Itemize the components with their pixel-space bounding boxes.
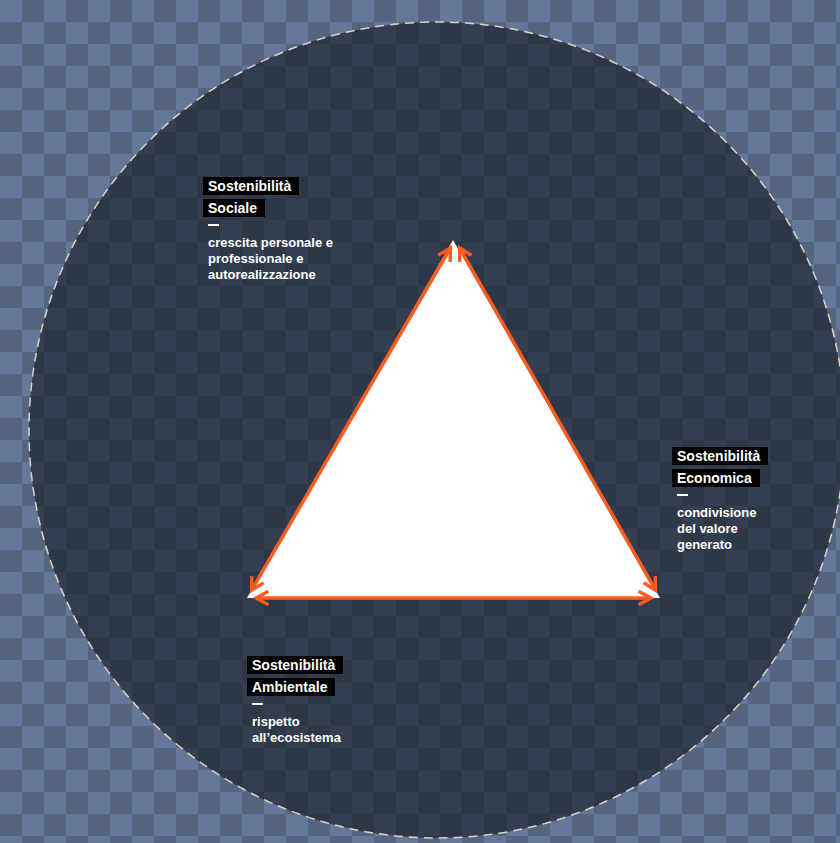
node-content: Sostenibilità Ambientale rispetto all’eco…: [247, 598, 414, 746]
node-description: condivisione del valore generato: [672, 505, 777, 553]
dash-mark: [252, 703, 263, 705]
sustainability-node: Sostenibilità Sociale crescita personale …: [203, 175, 455, 291]
dash-mark: [677, 494, 688, 496]
double-arrow: [252, 248, 451, 590]
text-block: Sostenibilità Ambientale: [247, 654, 365, 705]
node-heading: Sostenibilità Ambientale: [247, 656, 343, 696]
node-description: crescita personale e professionale e aut…: [203, 235, 373, 283]
dashed-circle: [29, 22, 840, 838]
dash-mark: [208, 224, 219, 226]
white-triangle: [247, 240, 660, 598]
text-block: Sostenibilità Economica: [672, 445, 800, 496]
node-heading: Sostenibilità Sociale: [203, 177, 299, 217]
node-description: rispetto all’ecosistema: [247, 714, 364, 746]
sustainability-node: Sostenibilità Economica condivisione del …: [660, 445, 832, 598]
node-content: Sostenibilità Sociale crescita personale …: [203, 175, 455, 283]
double-arrow: [256, 596, 651, 600]
node-content: Sostenibilità Economica condivisione del …: [660, 445, 832, 553]
text-block: Sostenibilità Sociale: [203, 175, 311, 226]
sustainability-node: Sostenibilità Ambientale rispetto all’eco…: [247, 598, 414, 758]
double-arrow: [459, 248, 655, 590]
node-heading: Sostenibilità Economica: [672, 447, 768, 487]
